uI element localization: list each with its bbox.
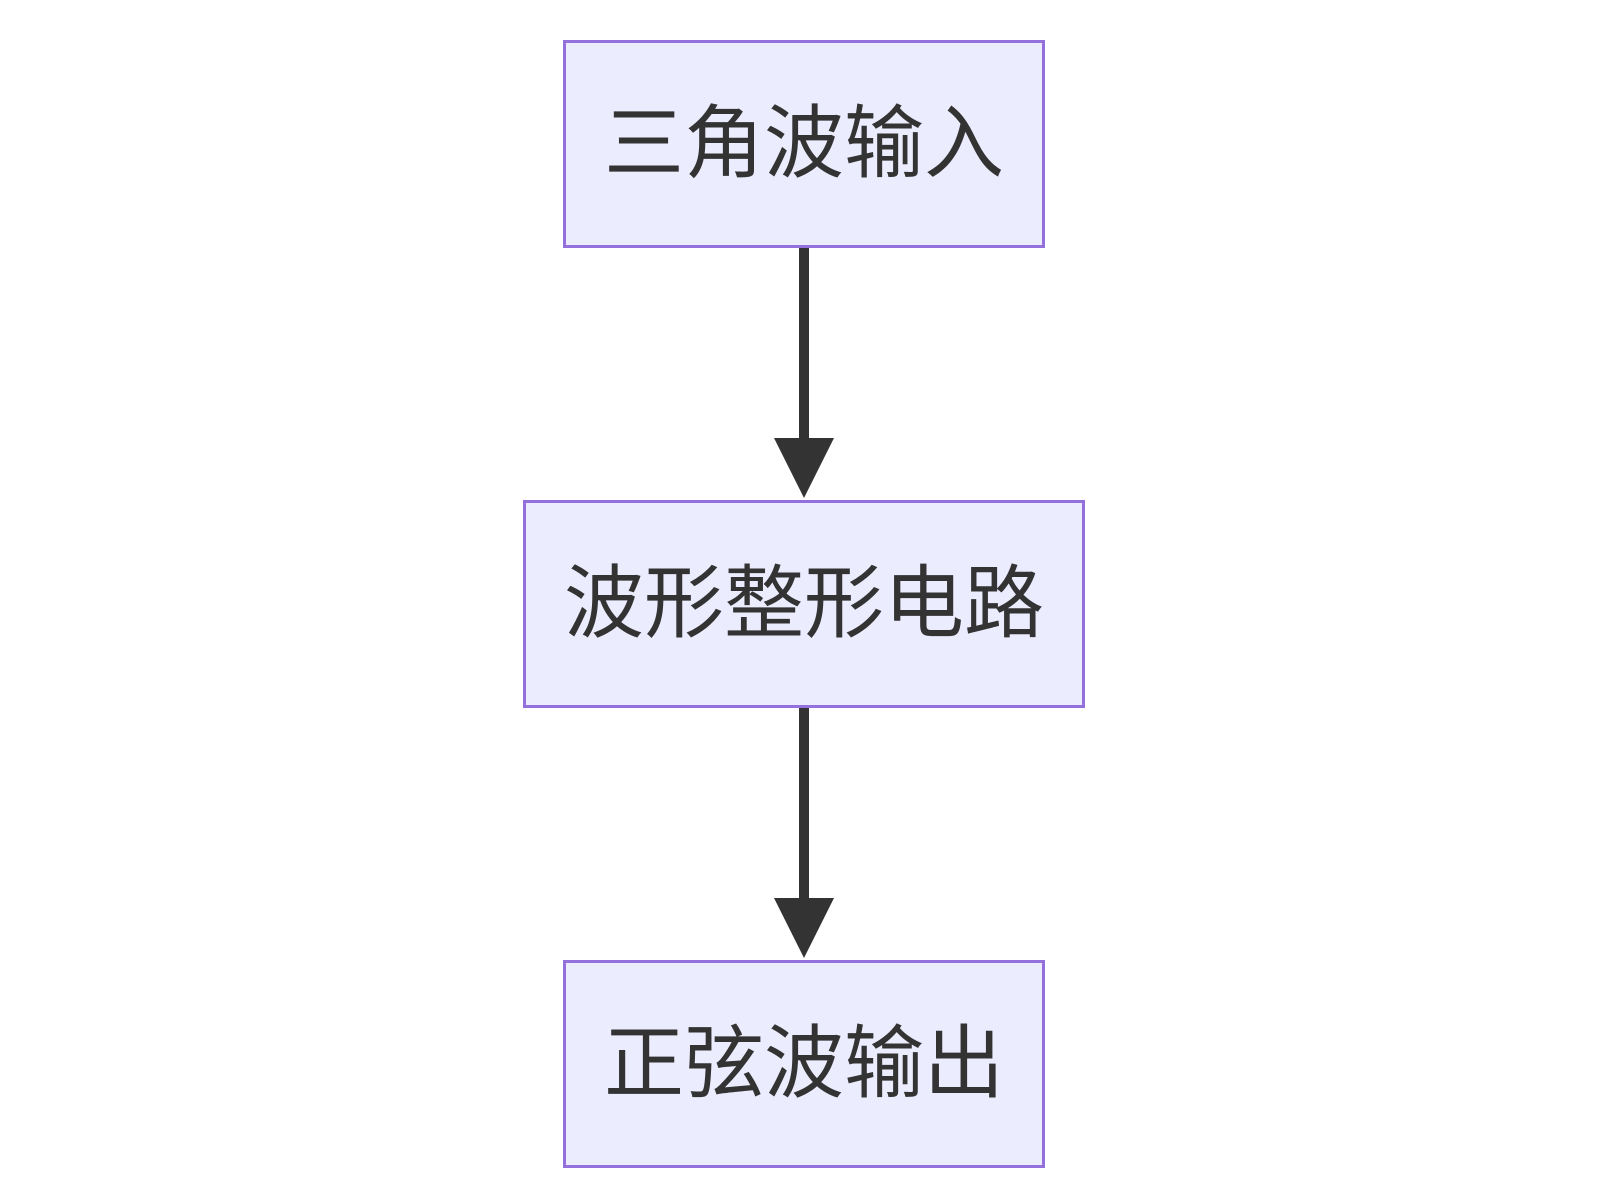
arrowhead-icon <box>774 438 834 498</box>
node-waveform-shaping-circuit[interactable]: 波形整形电路 <box>523 500 1085 708</box>
edge-shaping-to-output <box>774 708 834 958</box>
node-triangle-wave-input[interactable]: 三角波输入 <box>563 40 1045 248</box>
node-label: 三角波输入 <box>604 97 1004 190</box>
node-label: 正弦波输出 <box>604 1017 1004 1110</box>
arrowhead-icon <box>774 898 834 958</box>
edge-input-to-shaping <box>774 248 834 498</box>
node-label: 波形整形电路 <box>564 557 1044 650</box>
node-sine-wave-output[interactable]: 正弦波输出 <box>563 960 1045 1168</box>
